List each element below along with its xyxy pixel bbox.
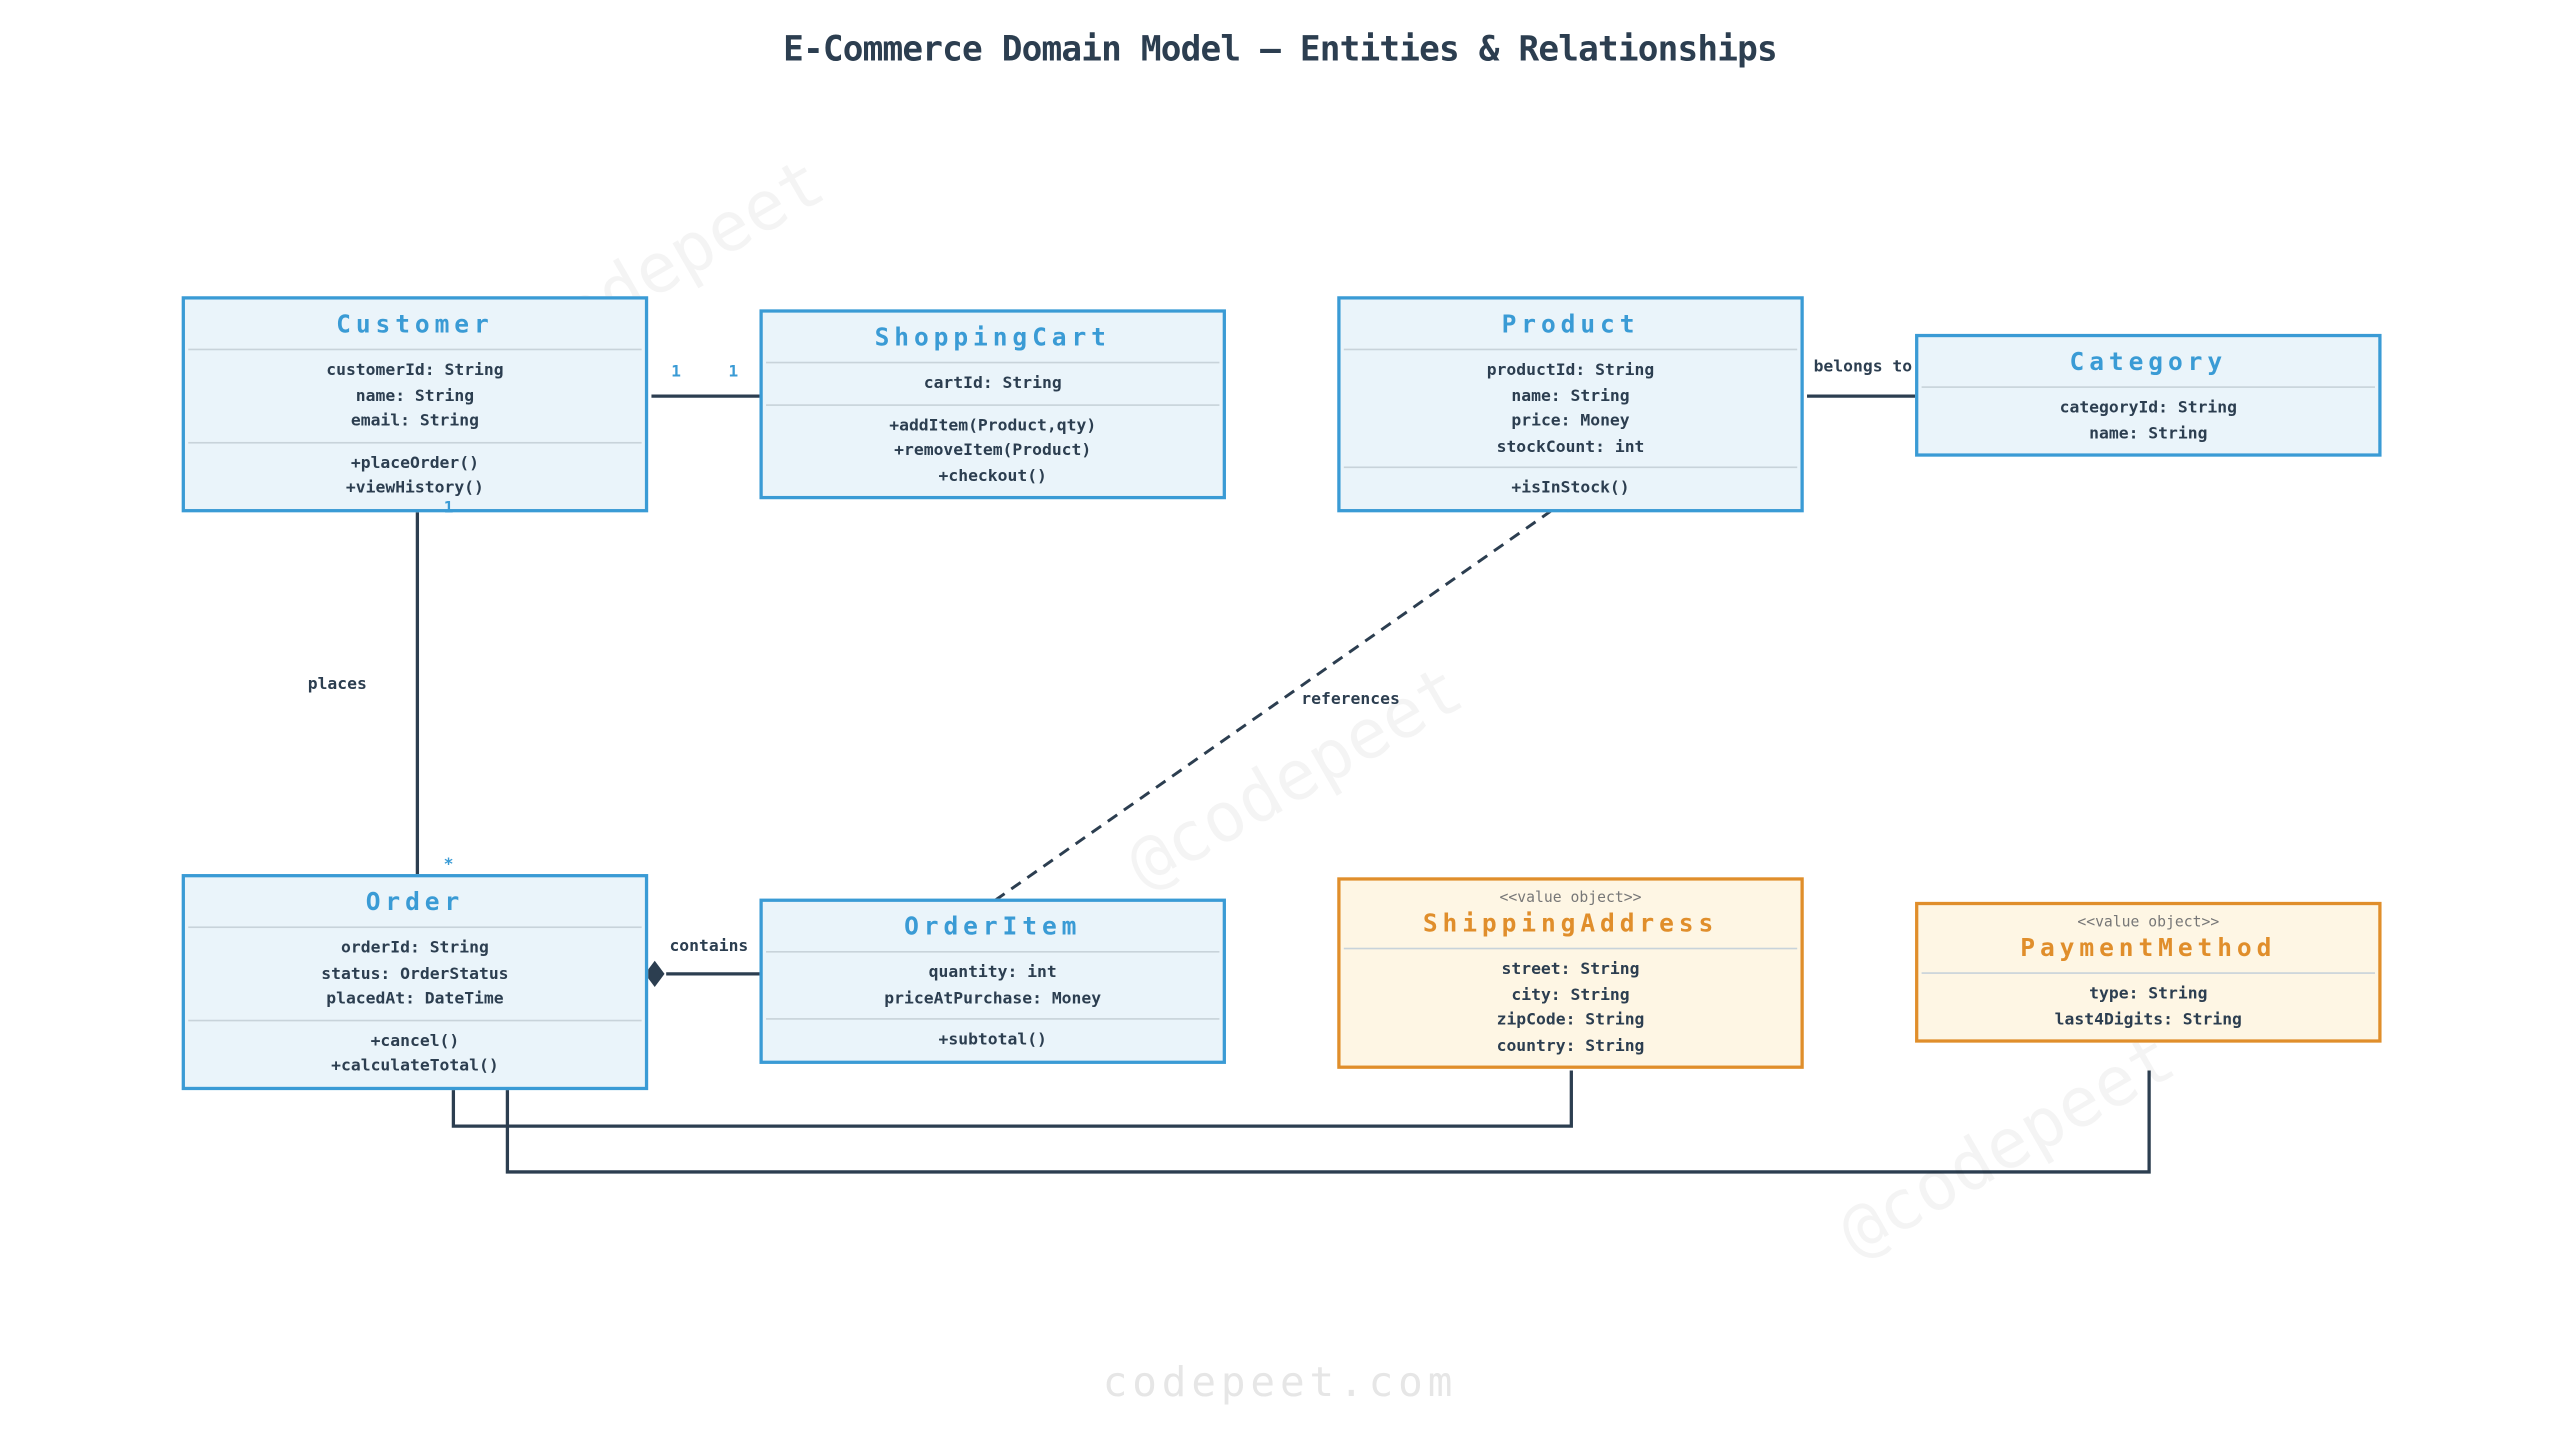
attribute: orderId: String xyxy=(341,939,489,958)
class-name: Category xyxy=(2069,347,2228,377)
attribute: name: String xyxy=(2089,424,2208,443)
attribute: last4Digits: String xyxy=(2054,1010,2242,1029)
attributes-section: orderId: String status: OrderStatus plac… xyxy=(188,926,642,1018)
multiplicity-customer-cart-to: 1 xyxy=(728,363,739,382)
attributes-section: categoryId: String name: String xyxy=(1921,386,2375,453)
method: +isInStock() xyxy=(1511,479,1630,498)
method: +removeItem(Product) xyxy=(894,441,1092,460)
attribute: zipCode: String xyxy=(1496,1011,1645,1030)
attribute: street: String xyxy=(1501,960,1640,979)
footer-brand: codepeet.com xyxy=(1102,1358,1458,1407)
attributes-section: productId: String name: String price: Mo… xyxy=(1343,348,1798,467)
label-places: places xyxy=(307,675,367,695)
attributes-section: customerId: String name: String email: S… xyxy=(188,348,642,441)
methods-section: +isInStock() xyxy=(1343,466,1798,508)
label-references: references xyxy=(1301,690,1400,709)
class-name: OrderItem xyxy=(904,911,1082,942)
methods-section: +subtotal() xyxy=(766,1018,1220,1060)
attributes-section: street: String city: String zipCode: Str… xyxy=(1343,947,1798,1066)
attribute: categoryId: String xyxy=(2059,399,2237,418)
class-shopping-cart[interactable]: ShoppingCart cartId: String +addItem(Pro… xyxy=(759,309,1226,500)
attribute: name: String xyxy=(355,387,475,406)
method: +calculateTotal() xyxy=(331,1057,499,1076)
methods-section: +placeOrder() +viewHistory() xyxy=(188,441,642,508)
order-paymentmethod-composition xyxy=(505,1070,2151,1174)
attribute: status: OrderStatus xyxy=(321,964,509,983)
class-name: Customer xyxy=(336,309,494,339)
attribute: email: String xyxy=(350,412,479,431)
attribute: country: String xyxy=(1496,1036,1645,1055)
label-belongs-to: belongs to xyxy=(1813,358,1913,377)
class-category[interactable]: Category categoryId: String name: String xyxy=(1915,333,2382,457)
attribute: price: Money xyxy=(1511,412,1630,431)
attribute: customerId: String xyxy=(326,361,504,380)
attribute: cartId: String xyxy=(923,374,1062,393)
attribute: placedAt: DateTime xyxy=(326,990,504,1009)
class-order-item[interactable]: OrderItem quantity: int priceAtPurchase:… xyxy=(759,898,1226,1064)
multiplicity-customer-cart-from: 1 xyxy=(671,363,681,382)
class-name: PaymentMethod xyxy=(2020,932,2277,963)
method: +checkout() xyxy=(938,467,1047,486)
method: +addItem(Product,qty) xyxy=(889,416,1097,435)
class-product[interactable]: Product productId: String name: String p… xyxy=(1337,296,1804,512)
stereotype: <<value object>> xyxy=(2077,914,2220,932)
attribute: productId: String xyxy=(1486,361,1655,380)
attributes-section: type: String last4Digits: String xyxy=(1921,972,2375,1039)
attribute: stockCount: int xyxy=(1496,437,1645,456)
multiplicity-customer-order-from: 1 xyxy=(443,499,454,518)
class-name: Product xyxy=(1501,309,1640,339)
attribute: type: String xyxy=(2089,985,2208,1004)
attribute: quantity: int xyxy=(928,964,1057,983)
orderitem-product-dependency xyxy=(994,501,1564,902)
method: +cancel() xyxy=(370,1032,460,1051)
attribute: name: String xyxy=(1511,387,1630,406)
attribute: city: String xyxy=(1511,986,1630,1005)
class-payment-method[interactable]: <<value object>> PaymentMethod type: Str… xyxy=(1915,901,2382,1043)
diagram-title: E-Commerce Domain Model — Entities & Rel… xyxy=(783,29,1778,69)
attribute: priceAtPurchase: Money xyxy=(884,989,1102,1008)
method: +subtotal() xyxy=(938,1031,1047,1050)
label-contains: contains xyxy=(669,937,749,956)
multiplicity-customer-order-to: * xyxy=(443,856,454,875)
attributes-section: cartId: String xyxy=(766,361,1220,404)
methods-section: +cancel() +calculateTotal() xyxy=(188,1018,642,1086)
class-shipping-address[interactable]: <<value object>> ShippingAddress street:… xyxy=(1337,877,1804,1069)
order-shippingaddress-composition xyxy=(451,1070,1573,1128)
class-customer[interactable]: Customer customerId: String name: String… xyxy=(181,296,649,512)
methods-section: +addItem(Product,qty) +removeItem(Produc… xyxy=(766,403,1220,495)
method: +viewHistory() xyxy=(345,479,484,498)
class-name: ShoppingCart xyxy=(874,322,1111,352)
class-name: Order xyxy=(365,887,465,917)
stereotype: <<value object>> xyxy=(1499,890,1642,907)
method: +placeOrder() xyxy=(350,454,479,473)
class-order[interactable]: Order orderId: String status: OrderStatu… xyxy=(181,874,649,1090)
class-name: ShippingAddress xyxy=(1422,908,1719,938)
attributes-section: quantity: int priceAtPurchase: Money xyxy=(766,950,1220,1018)
